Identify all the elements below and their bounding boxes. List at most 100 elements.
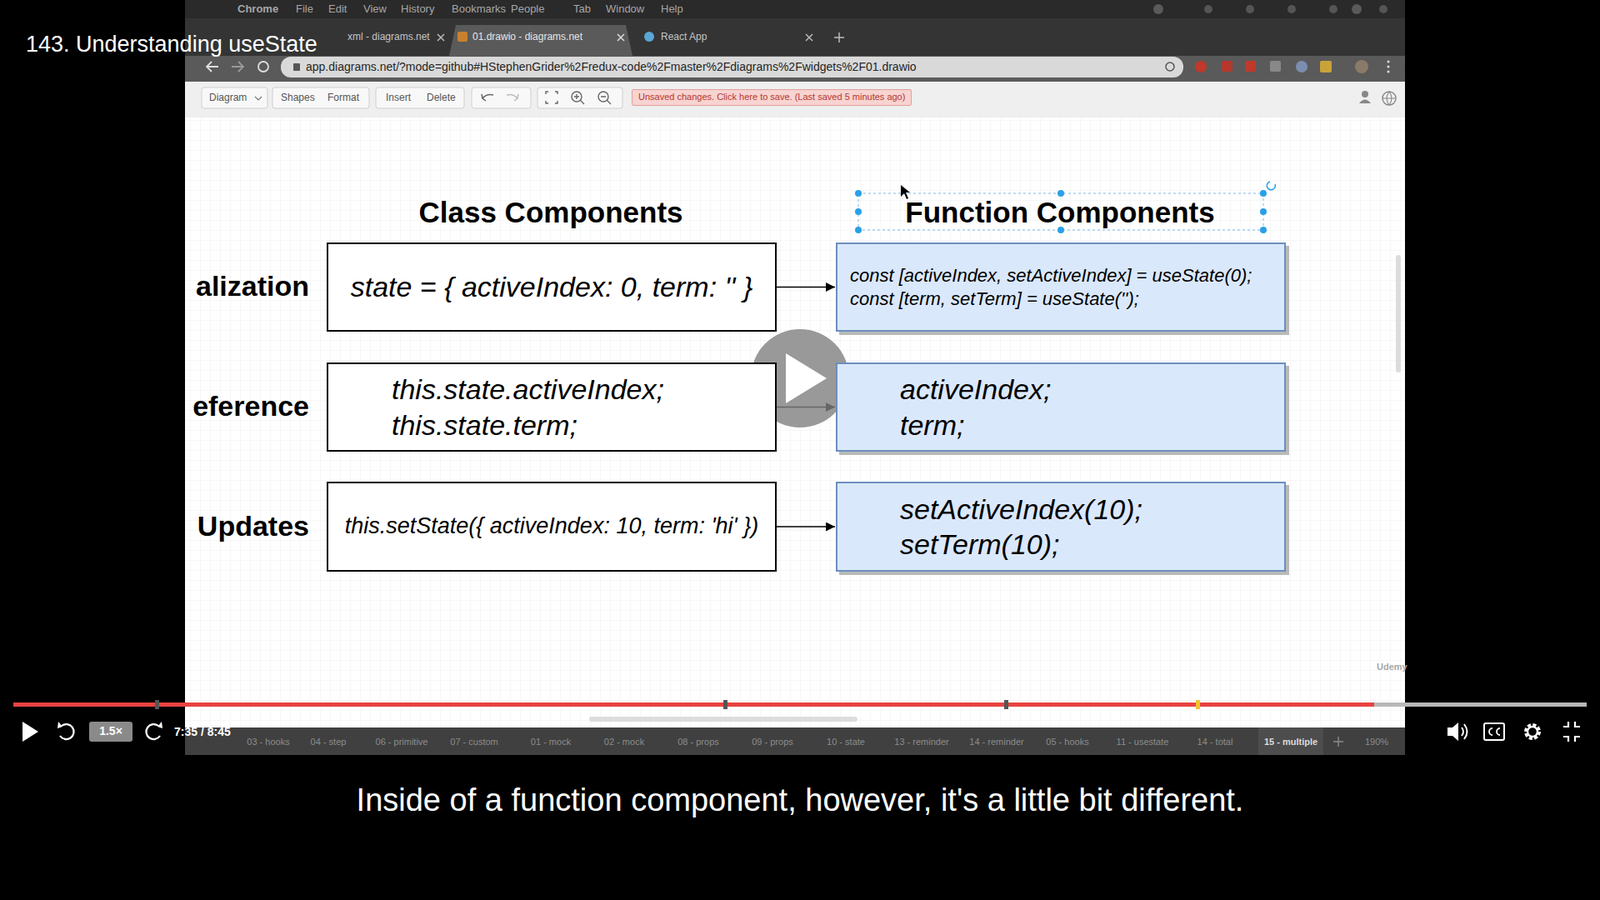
browser-menubar	[1204, 5, 1213, 14]
player-controls	[22, 721, 39, 742]
menu-item: Help	[660, 3, 684, 16]
page-tab-band	[1258, 727, 1324, 755]
browser-tabbar	[437, 34, 445, 41]
selection-handles	[1260, 226, 1267, 234]
address-bar	[1165, 62, 1175, 71]
editor-toolbar	[1382, 91, 1396, 105]
toolbar-button: Format	[327, 92, 360, 105]
address-bar	[1387, 60, 1390, 64]
drawing-canvas	[185, 117, 1405, 728]
box-text: term;	[900, 407, 965, 444]
page-tab: 15 - multiple	[1264, 736, 1318, 748]
page-tab: 08 - props	[677, 736, 720, 748]
player-controls	[57, 721, 63, 729]
address-bar	[1245, 60, 1256, 72]
menu-item: Window	[605, 3, 645, 16]
address-bar	[206, 61, 219, 72]
menu-item: Bookmarks	[451, 3, 506, 16]
address-bar	[185, 55, 1405, 82]
editor-toolbar	[545, 91, 558, 104]
class-box: this.setState({ activeIndex: 10, term: '…	[326, 481, 777, 572]
menu-item: View	[363, 3, 387, 16]
speed-button: 1.5×	[89, 721, 133, 742]
browser-tabbar	[185, 18, 1405, 56]
browser-tabbar	[644, 31, 655, 42]
editor-toolbar	[1382, 91, 1396, 105]
editor-toolbar	[201, 87, 268, 109]
row-label: eference	[192, 390, 310, 423]
toolbar-button: Insert	[385, 92, 411, 105]
page-tab: 09 - props	[751, 736, 794, 748]
browser-tabbar	[834, 32, 845, 43]
box-text: this.state.term;	[391, 407, 578, 444]
function-box: const [activeIndex, setActiveIndex] = us…	[835, 242, 1286, 332]
tab-title: 01.drawio - diagrams.net	[472, 31, 583, 44]
arrow-connector	[776, 286, 835, 289]
column-heading: Function Components	[905, 195, 1215, 230]
selection-handles	[1266, 181, 1275, 190]
player-controls	[1527, 726, 1538, 737]
subtitle-caption: Inside of a function component, however,…	[356, 782, 1245, 820]
drawing-canvas	[185, 117, 1405, 728]
browser-tabbar	[617, 34, 625, 41]
box-text: const [term, setTerm] = useState('');	[850, 287, 1140, 311]
page-tab: 190%	[1365, 736, 1389, 748]
menu-item: People	[510, 3, 545, 16]
function-box: setActiveIndex(10);setTerm(10);	[835, 481, 1286, 572]
editor-toolbar	[1361, 90, 1369, 98]
class-box: this.state.activeIndex;this.state.term;	[326, 362, 777, 452]
player-controls	[1447, 722, 1459, 741]
toolbar-button: Delete	[426, 92, 456, 105]
address-bar	[1221, 60, 1233, 72]
video-title: 143. Understanding useState	[25, 31, 318, 58]
page-tab: 10 - state	[826, 736, 865, 748]
page-tab: 03 - hooks	[246, 736, 290, 748]
editor-toolbar	[506, 94, 519, 101]
page-tab-band	[185, 727, 1405, 755]
drawing-canvas	[1395, 255, 1401, 373]
browser-menubar	[1153, 4, 1164, 15]
editor-toolbar	[481, 94, 494, 101]
editor-toolbar	[185, 81, 1405, 118]
menu-item: Edit	[328, 3, 347, 16]
page-tab: 14 - total	[1197, 736, 1234, 748]
address-bar	[258, 61, 269, 72]
page-tab: 07 - custom	[450, 736, 498, 748]
address-bar	[231, 61, 244, 72]
box-text: this.state.activeIndex;	[391, 371, 665, 408]
player-controls	[1484, 723, 1505, 740]
address-bar	[185, 55, 1405, 82]
url-text: app.diagrams.net/?mode=github#HStephenGr…	[305, 60, 917, 74]
address-bar	[1320, 60, 1332, 73]
selection-handles	[1260, 208, 1267, 215]
function-box: activeIndex;term;	[835, 362, 1286, 452]
selection-handles	[855, 226, 862, 234]
browser-menubar	[185, 0, 1405, 19]
editor-toolbar	[471, 87, 531, 109]
menu-item: Tab	[573, 3, 591, 16]
tab-title: React App	[660, 31, 707, 44]
watermark: Udemy	[1376, 661, 1408, 673]
tab-title: xml - diagrams.net	[347, 31, 430, 44]
page-tab: 02 - mock	[604, 736, 645, 748]
browser-tabbar	[805, 34, 813, 41]
box-text: Unsaved changes. Click here to save. (La…	[638, 91, 905, 104]
page-tab: 11 - usestate	[1116, 736, 1170, 748]
row-label: alization	[195, 270, 310, 303]
player-controls	[157, 721, 163, 729]
selection-handles	[858, 193, 1264, 230]
box-text: setTerm(10);	[900, 526, 1060, 563]
selection-handles	[1260, 190, 1267, 197]
progress-bar	[1374, 702, 1587, 707]
browser-tabbar	[457, 31, 468, 42]
play-button	[785, 353, 827, 404]
editor-toolbar	[537, 87, 623, 109]
browser-menubar	[1379, 5, 1388, 14]
editor-toolbar	[185, 81, 1405, 118]
box-text: state = { activeIndex: 0, term: '' }	[350, 269, 754, 305]
box-text: setActiveIndex(10);	[900, 491, 1143, 528]
page-tab: 13 - reminder	[894, 736, 949, 748]
box-text: const [activeIndex, setActiveIndex] = us…	[850, 264, 1252, 288]
editor-toolbar	[1359, 100, 1371, 105]
